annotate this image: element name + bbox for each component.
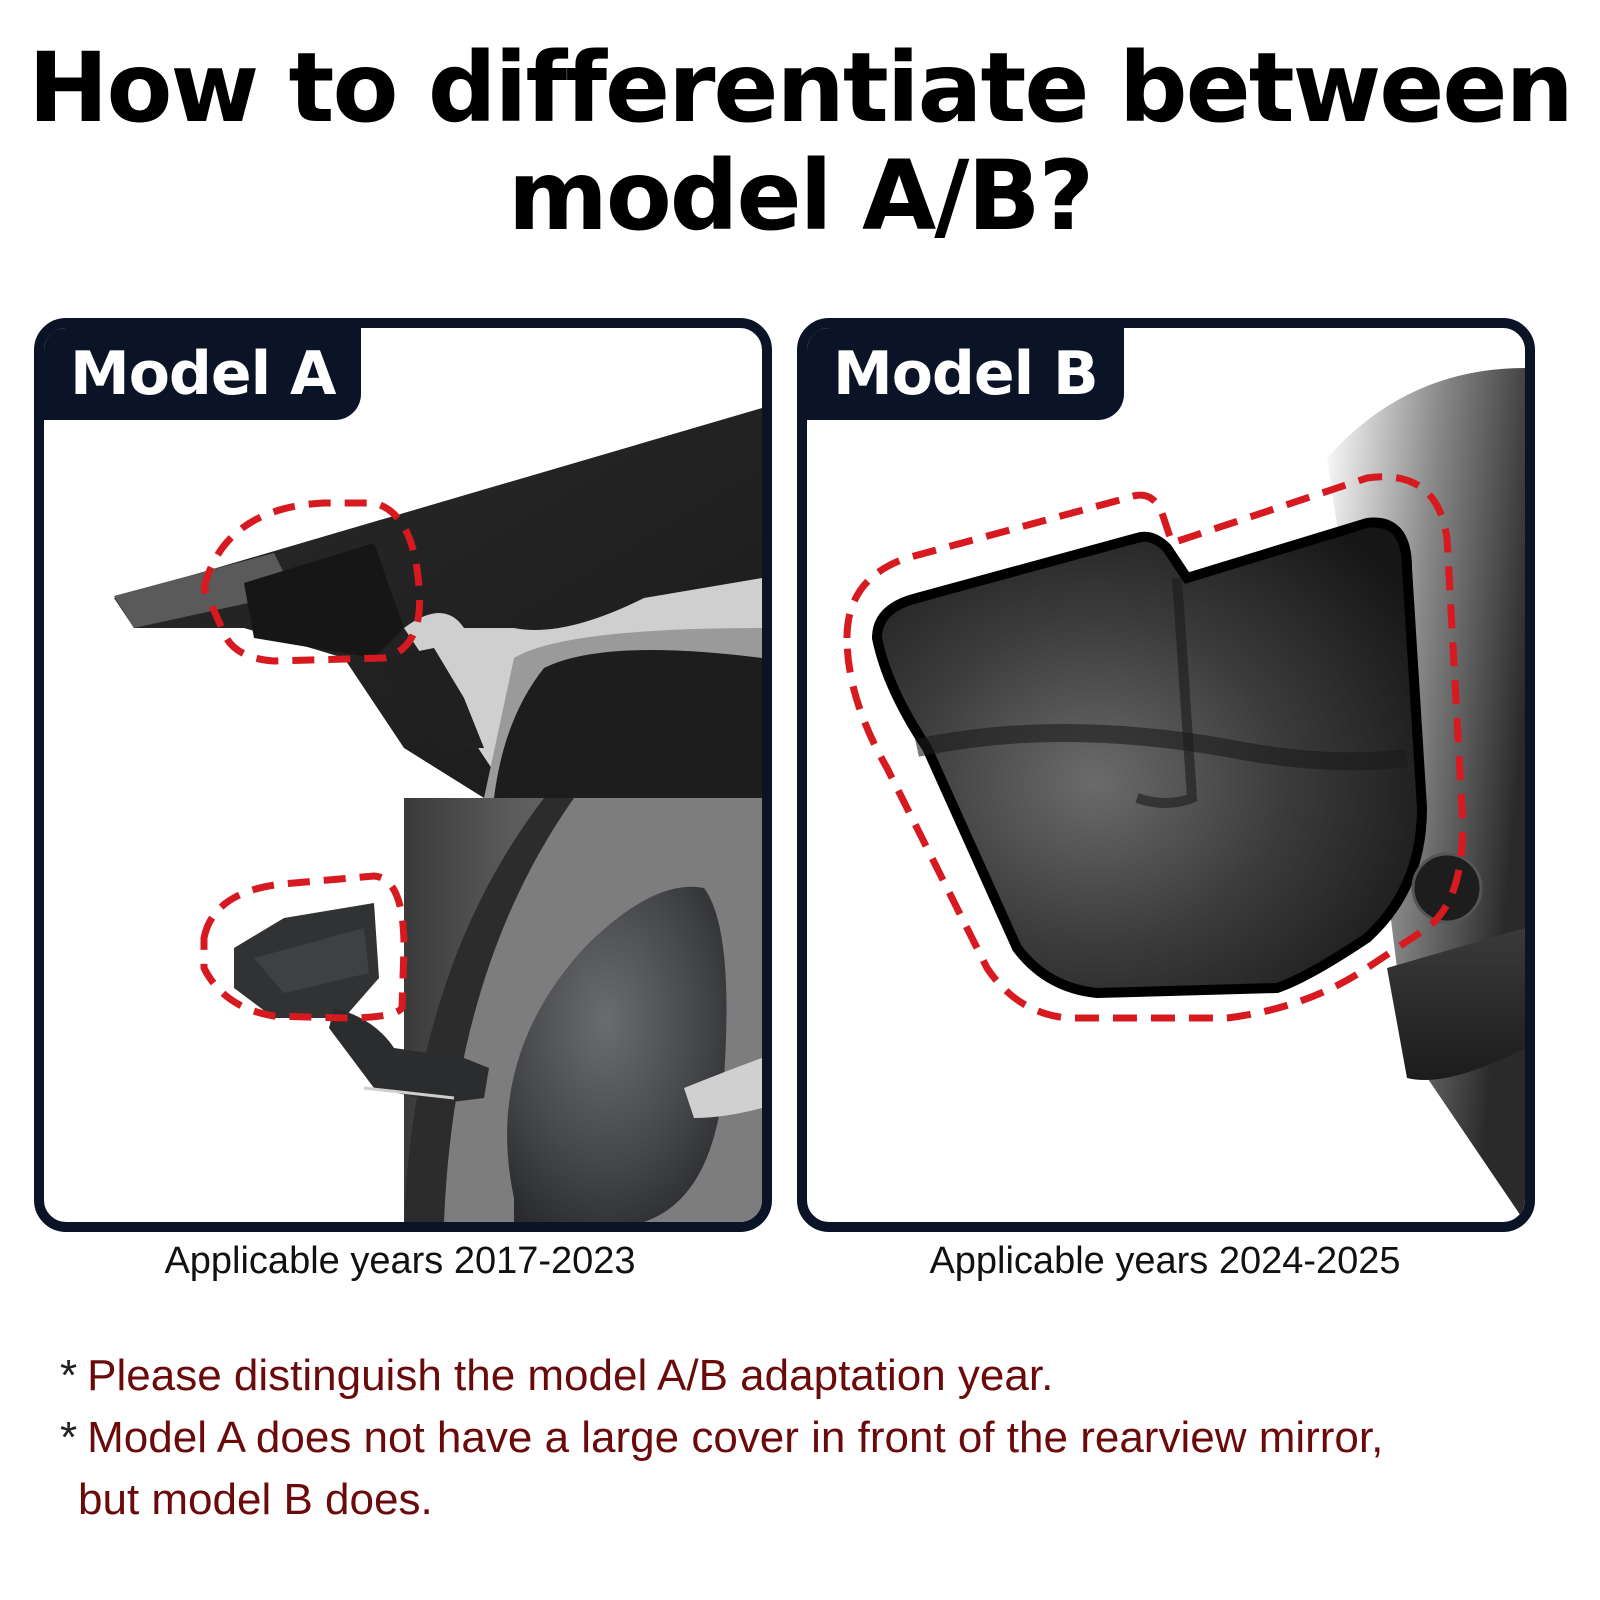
model-b-photo bbox=[843, 368, 1525, 1222]
model-b-panel: Model B bbox=[797, 318, 1535, 1232]
note-text: Please distinguish the model A/B adaptat… bbox=[87, 1351, 1054, 1400]
model-a-years-caption: Applicable years 2017-2023 bbox=[164, 1240, 636, 1282]
title-line-1: How to differentiate between bbox=[28, 32, 1574, 144]
model-b-years-caption: Applicable years 2024-2025 bbox=[929, 1240, 1401, 1282]
model-b-label: Model B bbox=[807, 328, 1124, 420]
asterisk-bullet: * bbox=[60, 1351, 78, 1400]
notes-section: *Please distinguish the model A/B adapta… bbox=[60, 1345, 1560, 1531]
asterisk-bullet: * bbox=[60, 1413, 78, 1462]
note-text: Model A does not have a large cover in f… bbox=[87, 1413, 1384, 1462]
model-a-photo bbox=[114, 408, 762, 1222]
page-title: How to differentiate between model A/B? bbox=[0, 34, 1600, 250]
note-item: *Model A does not have a large cover in … bbox=[60, 1407, 1560, 1469]
note-item: *Please distinguish the model A/B adapta… bbox=[60, 1345, 1560, 1407]
title-line-2: model A/B? bbox=[507, 140, 1094, 252]
model-a-label: Model A bbox=[44, 328, 362, 420]
model-a-panel: Model A bbox=[34, 318, 772, 1232]
note-continuation: but model B does. bbox=[78, 1475, 433, 1524]
